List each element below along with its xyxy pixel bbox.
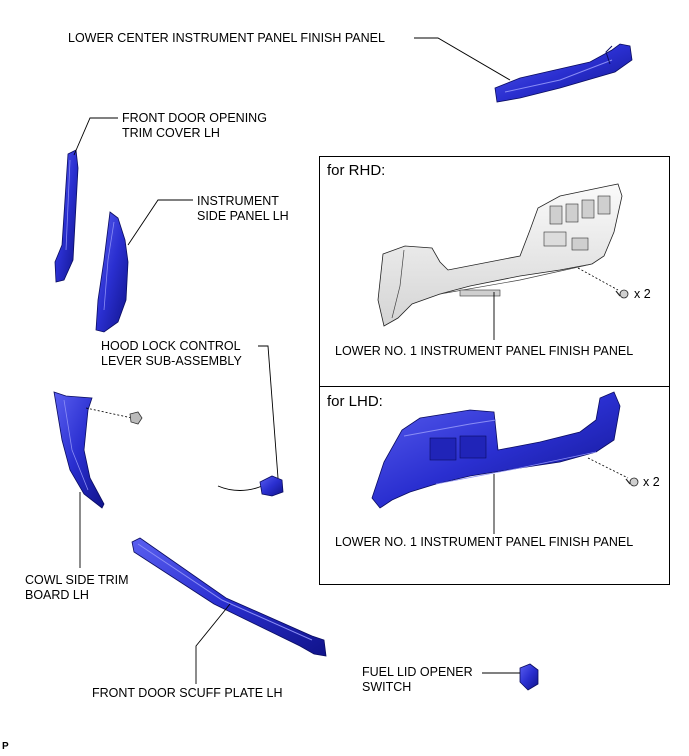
leader-front-door-opening [73, 117, 118, 156]
label-front-door-opening-trim: FRONT DOOR OPENING TRIM COVER LH [122, 111, 267, 140]
clip-icon [129, 411, 143, 425]
bolt-icon-rhd [615, 289, 629, 299]
lower-center-panel-part [494, 43, 633, 103]
cowl-side-trim-part [53, 391, 105, 509]
instrument-side-panel-part [95, 211, 129, 333]
fuel-lid-switch-part [519, 663, 539, 691]
label-hood-lock-lever: HOOD LOCK CONTROL LEVER SUB-ASSEMBLY [101, 339, 242, 368]
lhd-qty-label: x 2 [643, 475, 660, 489]
lhd-part-label: LOWER NO. 1 INSTRUMENT PANEL FINISH PANE… [335, 535, 634, 549]
label-front-door-scuff: FRONT DOOR SCUFF PLATE LH [92, 686, 283, 700]
label-lower-center-panel: LOWER CENTER INSTRUMENT PANEL FINISH PAN… [68, 31, 385, 45]
leader-lower-center [414, 37, 511, 81]
label-fuel-lid-switch: FUEL LID OPENER SWITCH [362, 665, 473, 694]
lhd-finish-panel-part [371, 391, 621, 509]
rhd-qty-label: x 2 [634, 287, 651, 301]
front-door-opening-trim-part [54, 149, 79, 283]
label-instrument-side-panel: INSTRUMENT SIDE PANEL LH [197, 194, 289, 223]
hood-lock-lever-part [217, 475, 284, 497]
label-cowl-side-trim: COWL SIDE TRIM BOARD LH [25, 573, 129, 602]
bolt-icon-lhd [625, 477, 639, 487]
lhd-box-title: for LHD: [327, 393, 383, 410]
leader-instrument-side [127, 199, 193, 246]
corner-mark: P [2, 741, 9, 752]
bolt-dash-lhd [587, 457, 629, 479]
bolt-dash-rhd [577, 267, 619, 291]
clip-dash-cowl [85, 407, 133, 419]
rhd-box-title: for RHD: [327, 162, 386, 179]
rhd-finish-panel-part [377, 183, 623, 327]
front-door-scuff-part [131, 537, 327, 657]
leader-hood-lock [258, 345, 279, 479]
rhd-part-label: LOWER NO. 1 INSTRUMENT PANEL FINISH PANE… [335, 344, 634, 358]
leader-front-door-scuff [195, 603, 231, 684]
